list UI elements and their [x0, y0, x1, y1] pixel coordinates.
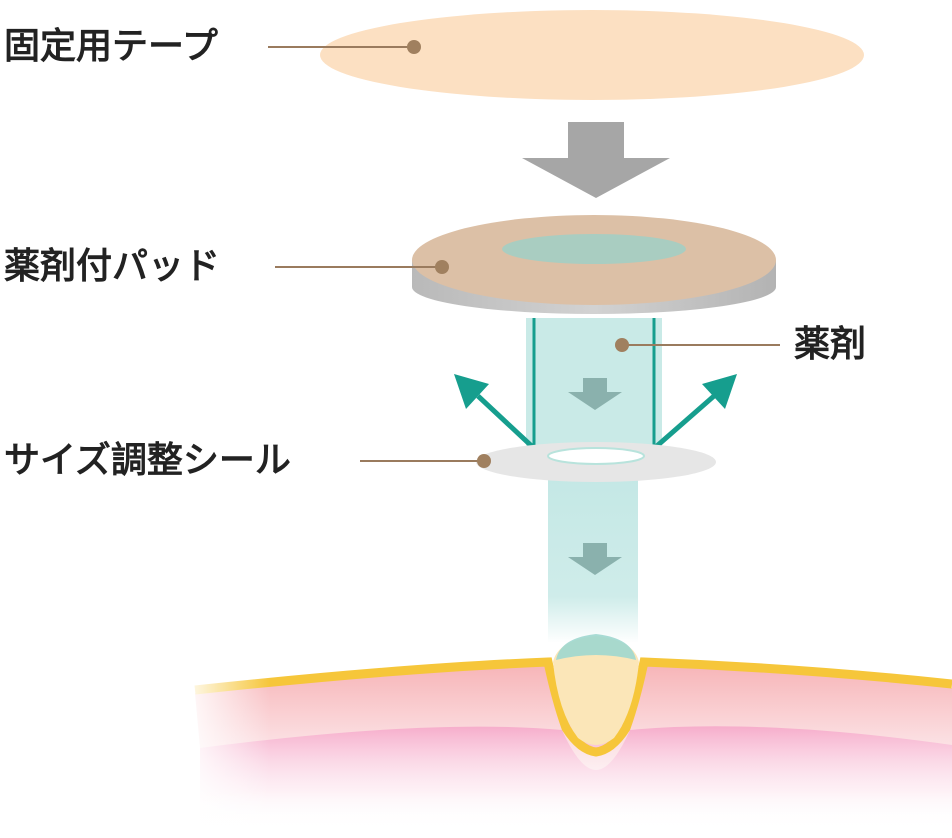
seal-leader-dot [477, 454, 491, 468]
skin-surface-line [194, 657, 952, 757]
drug-label: 薬剤 [794, 324, 867, 365]
skin-epidermis-red [195, 665, 952, 770]
teal-arrow-right-shaft [648, 394, 716, 454]
bottom-fade [180, 790, 952, 838]
fixing-tape [320, 10, 864, 100]
tape-label: 固定用テープ [4, 26, 218, 67]
lower-down-arrow-icon [568, 543, 622, 575]
lesion-drug-cover [556, 634, 636, 660]
pad-leader-dot [435, 260, 449, 274]
lesion [553, 636, 639, 745]
down-arrow-icon [522, 122, 670, 198]
teal-arrow-right-head-icon [702, 374, 737, 409]
drug-leader-dot [615, 338, 629, 352]
teal-arrow-left-shaft [476, 394, 540, 454]
pad-label: 薬剤付パッド [4, 246, 221, 287]
tape-leader-dot [407, 40, 421, 54]
seal-hole [547, 447, 645, 465]
pad-drug-window [502, 234, 686, 264]
seal-label: サイズ調整シール [4, 440, 291, 481]
teal-arrow-left-head-icon [454, 374, 489, 409]
small-down-arrow-icon [568, 378, 622, 410]
